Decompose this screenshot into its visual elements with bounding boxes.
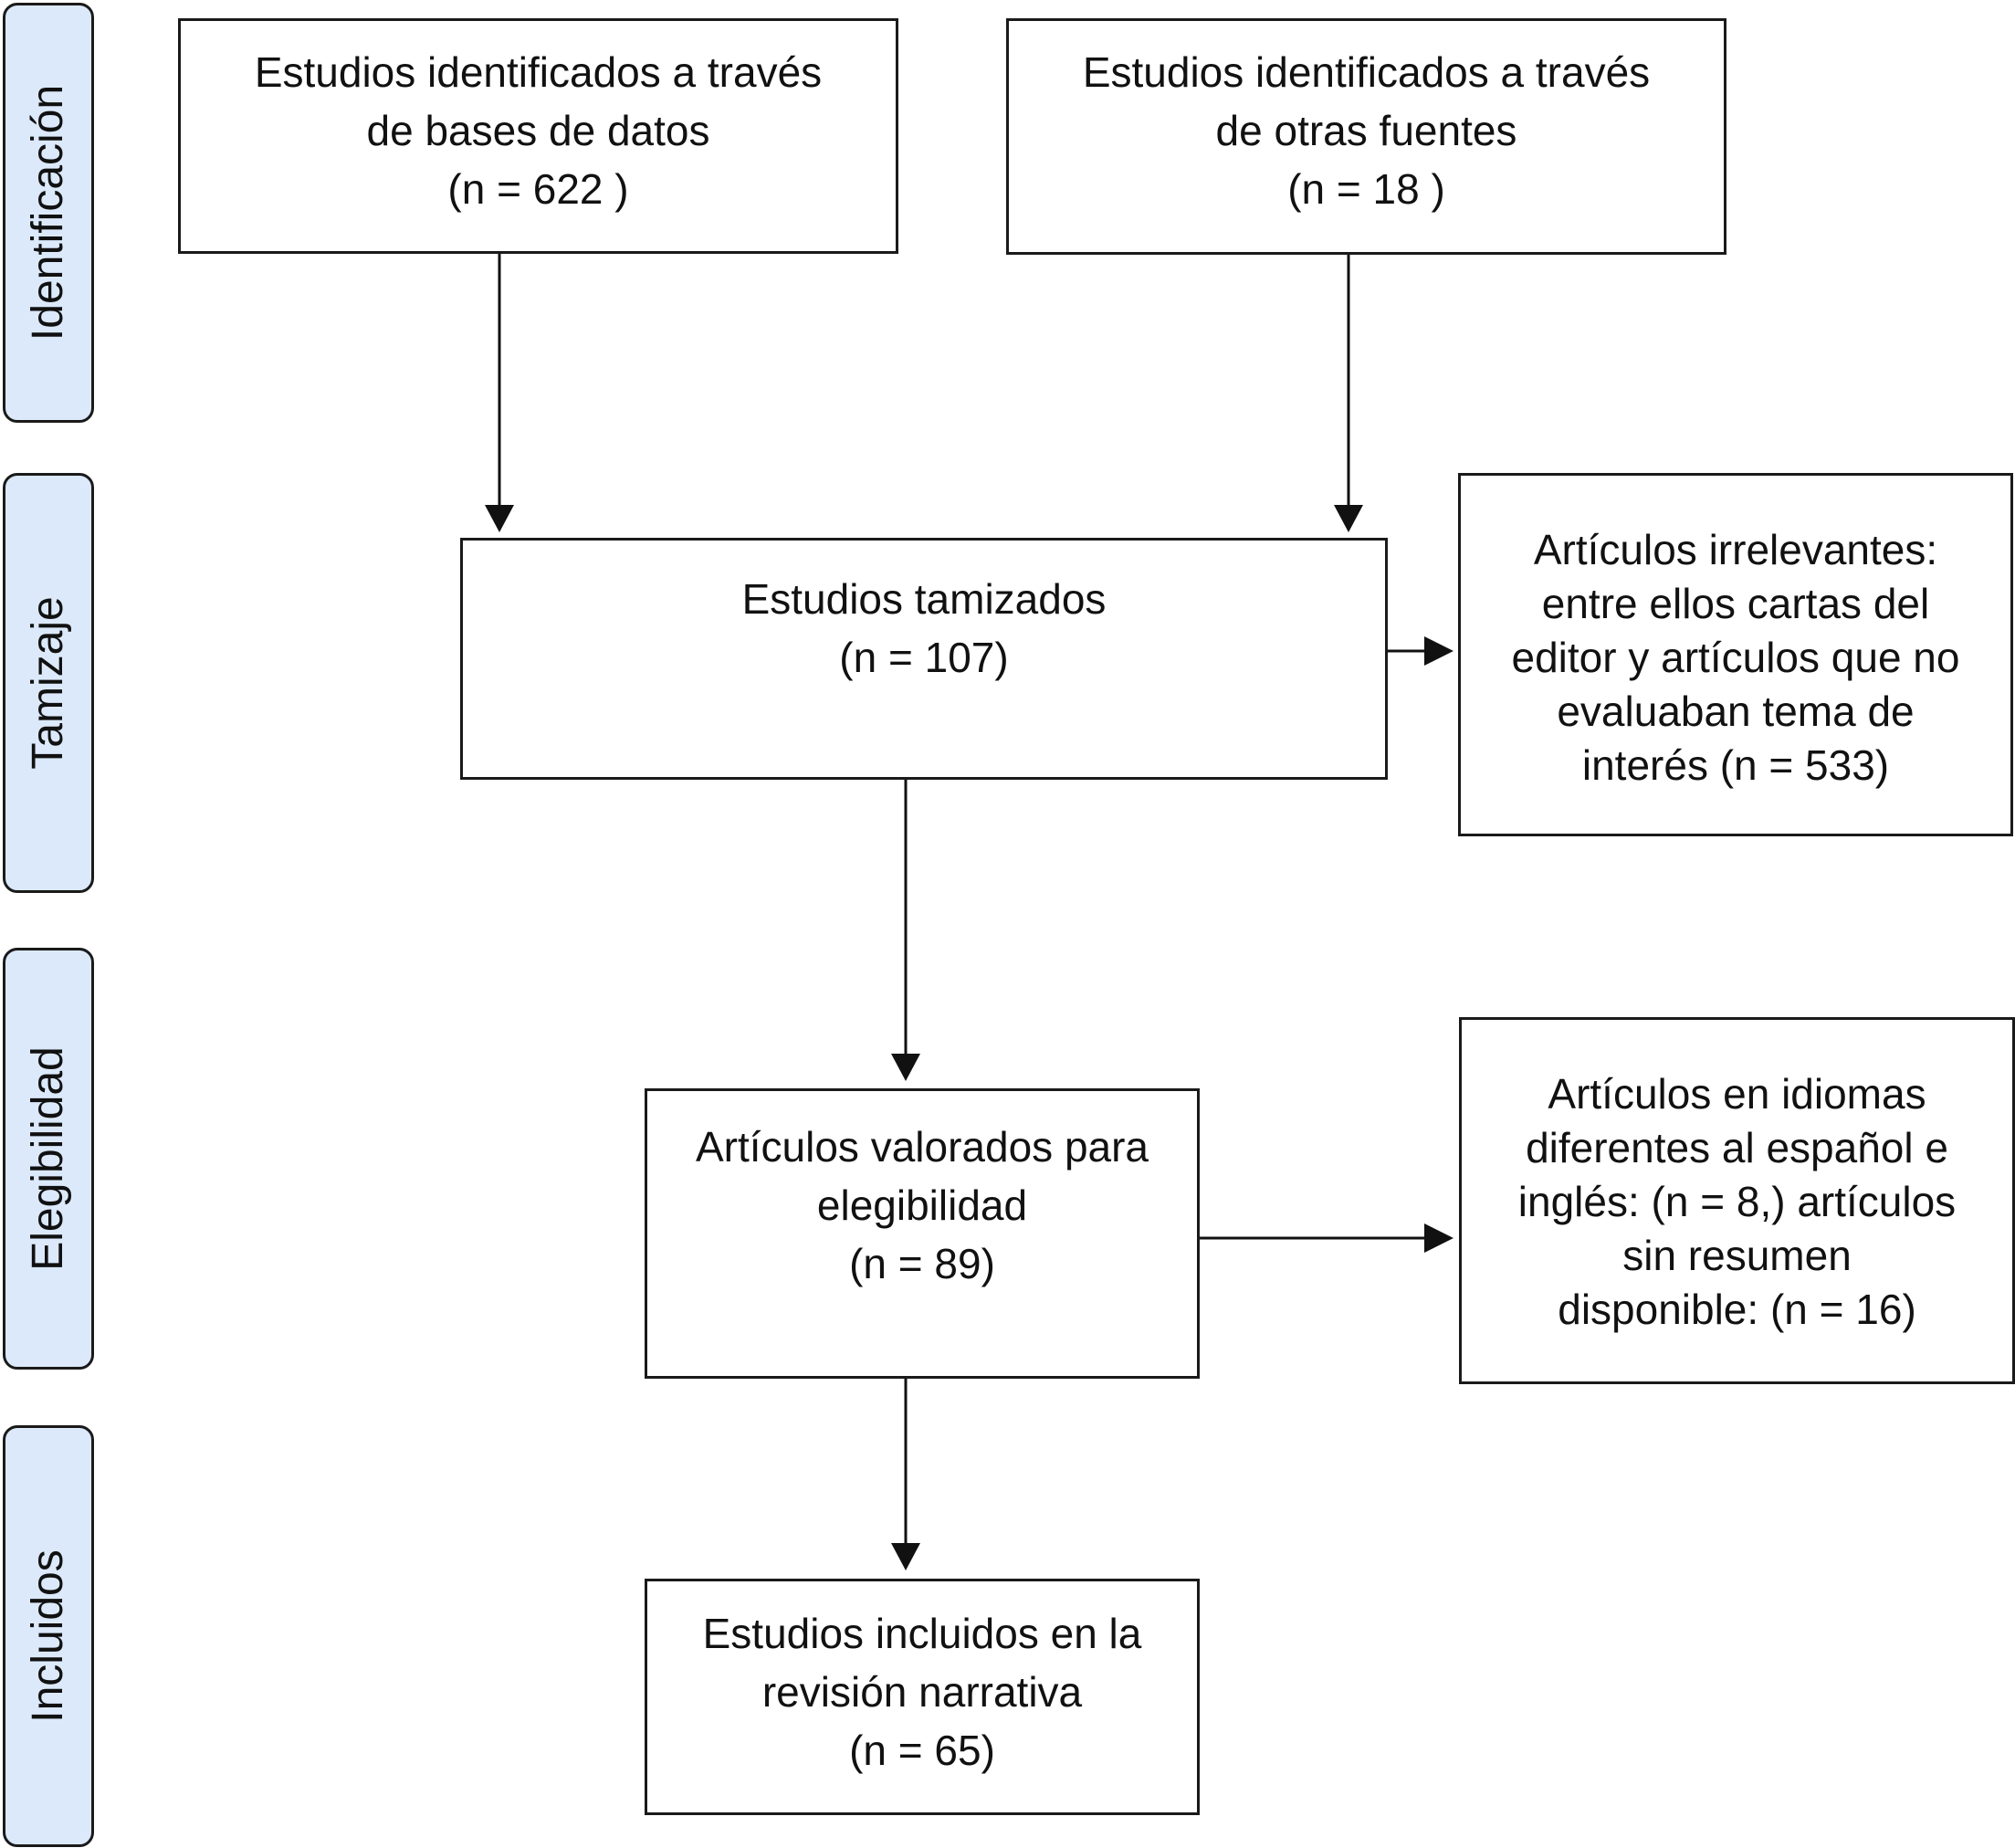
stage-incluidos: Incluidos [3, 1425, 94, 1847]
arrowhead-irrelevant [1424, 636, 1454, 666]
box-excluded-language-text: Artículos en idiomas diferentes al españ… [1462, 1067, 2012, 1337]
arrowhead-eligibility [891, 1054, 920, 1081]
box-text-line: Estudios tamizados [741, 575, 1107, 623]
box-other-sources: Estudios identificados a través de otras… [1006, 18, 1726, 255]
box-included: Estudios incluidos en la revisión narrat… [645, 1579, 1200, 1815]
box-screened: Estudios tamizados (n = 107) [460, 538, 1388, 780]
box-text-line: evaluaban tema de [1557, 688, 1915, 735]
stage-elegibilidad: Elegibilidad [3, 948, 94, 1370]
box-text-line: (n = 18 ) [1287, 165, 1445, 213]
stage-identificacion: Identificación [3, 3, 94, 423]
box-text-line: Artículos en idiomas [1548, 1070, 1926, 1118]
box-excluded-irrelevant-text: Artículos irrelevantes: entre ellos cart… [1461, 523, 2010, 793]
box-text-line: (n = 89) [849, 1240, 995, 1287]
box-excluded-language: Artículos en idiomas diferentes al españ… [1459, 1017, 2015, 1384]
box-excluded-irrelevant: Artículos irrelevantes: entre ellos cart… [1458, 473, 2013, 836]
box-eligibility-text: Artículos valorados para elegibilidad (n… [647, 1118, 1197, 1293]
box-text-line: de otras fuentes [1215, 107, 1517, 154]
box-text-line: sin resumen [1622, 1232, 1852, 1279]
box-text-line: editor y artículos que no [1511, 634, 1960, 681]
box-text-line: Estudios identificados a través [254, 48, 823, 96]
arrowhead-databases [485, 505, 514, 532]
box-databases: Estudios identificados a través de bases… [178, 18, 898, 254]
box-text-line: inglés: (n = 8,) artículos [1517, 1178, 1957, 1225]
box-text-line: disponible: (n = 16) [1558, 1286, 1916, 1333]
box-text-line: (n = 622 ) [447, 165, 629, 213]
box-text-line: (n = 65) [849, 1727, 995, 1774]
box-screened-text: Estudios tamizados (n = 107) [463, 570, 1385, 687]
box-text-line: diferentes al español e [1526, 1124, 1948, 1171]
arrowhead-other [1334, 505, 1363, 532]
box-text-line: Estudios identificados a través [1082, 48, 1651, 96]
box-text-line: interés (n = 533) [1581, 741, 1890, 789]
box-included-text: Estudios incluidos en la revisión narrat… [647, 1604, 1197, 1780]
stage-tamizaje: Tamizaje [3, 473, 94, 893]
box-eligibility: Artículos valorados para elegibilidad (n… [645, 1088, 1200, 1379]
box-text-line: Estudios incluidos en la [702, 1610, 1142, 1657]
box-text-line: entre ellos cartas del [1541, 580, 1930, 627]
box-text-line: (n = 107) [839, 634, 1009, 681]
box-text-line: Artículos valorados para [695, 1123, 1149, 1171]
arrowhead-language [1424, 1223, 1454, 1253]
box-text-line: revisión narrativa [761, 1668, 1083, 1716]
box-text-line: Artículos irrelevantes: [1533, 526, 1938, 573]
box-other-sources-text: Estudios identificados a través de otras… [1009, 43, 1724, 218]
arrowhead-included [891, 1543, 920, 1570]
box-text-line: de bases de datos [366, 107, 710, 154]
box-databases-text: Estudios identificados a través de bases… [181, 43, 896, 218]
box-text-line: elegibilidad [816, 1181, 1028, 1229]
